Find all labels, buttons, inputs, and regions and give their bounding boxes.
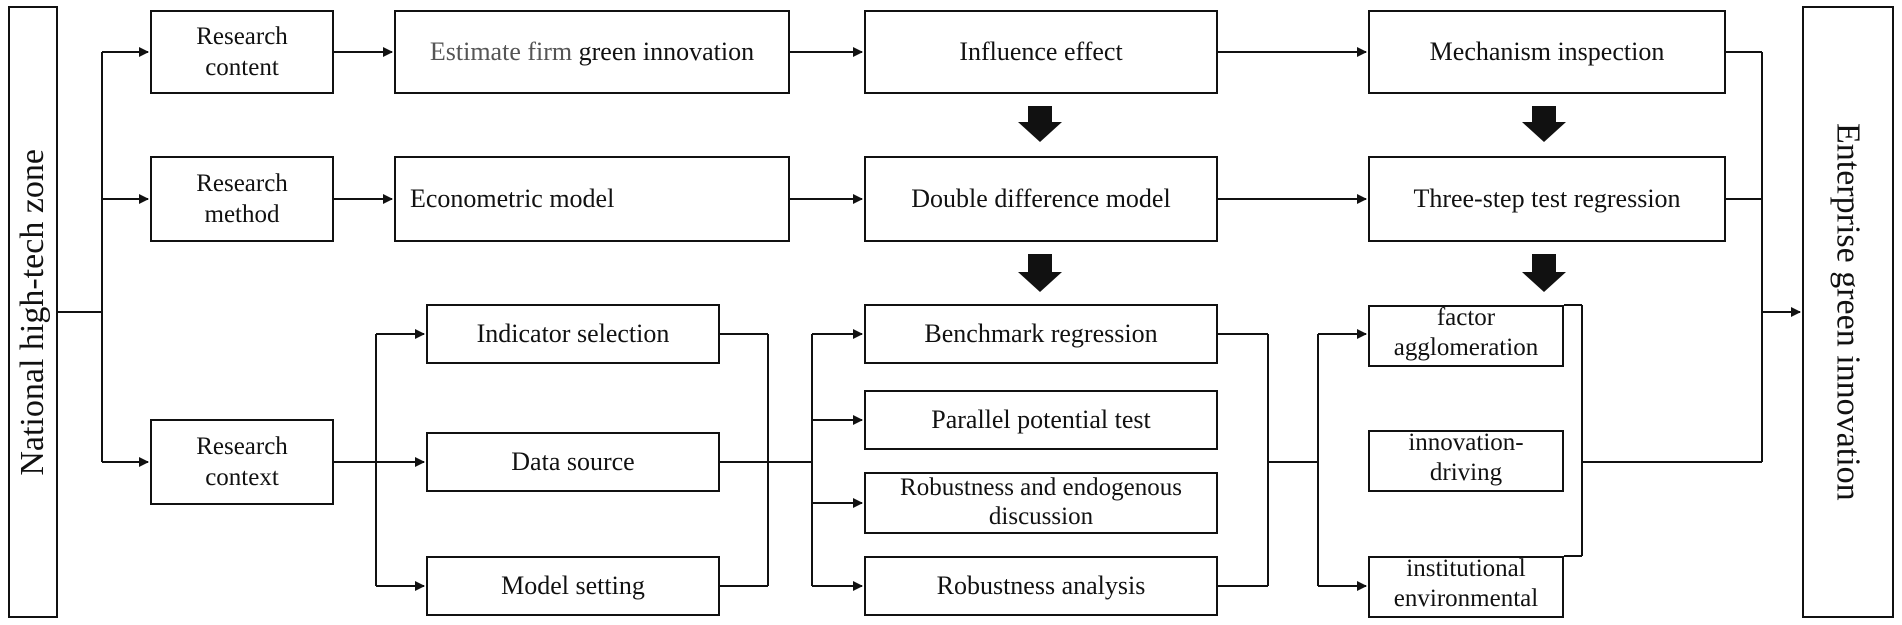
research-context-box: Research context (150, 419, 334, 505)
factor-agglomeration-box: factor agglomeration (1368, 305, 1564, 367)
innovation-driving-label: innovation- driving (1408, 430, 1524, 486)
influence-effect-label: Influence effect (959, 36, 1123, 66)
econometric-model-box: Econometric model (394, 156, 790, 242)
factor-agglomeration-label: factor agglomeration (1393, 305, 1539, 361)
national-high-tech-zone-box: National high-tech zone (8, 6, 58, 618)
model-setting-label: Model setting (501, 570, 645, 600)
research-method-label: Research method (196, 169, 288, 228)
indicator-selection-label: Indicator selection (476, 318, 670, 348)
econometric-model-label: Econometric model (410, 183, 615, 213)
mechanism-inspection-label: Mechanism inspection (1429, 36, 1665, 66)
robustness-endogenous-label: Robustness and endogenous discussion (900, 474, 1182, 530)
research-content-box: Research content (150, 10, 334, 94)
institutional-environmental-box: institutional environmental (1368, 556, 1564, 618)
benchmark-regression-label: Benchmark regression (924, 318, 1158, 348)
estimate-green-innovation-label: Estimate firm green innovation (429, 36, 755, 67)
double-difference-model-label: Double difference model (911, 183, 1171, 213)
robustness-analysis-box: Robustness analysis (864, 556, 1218, 616)
data-source-box: Data source (426, 432, 720, 492)
enterprise-green-innovation-label: Enterprise green innovation (1829, 123, 1867, 501)
innovation-driving-box: innovation- driving (1368, 430, 1564, 492)
robustness-endogenous-box: Robustness and endogenous discussion (864, 472, 1218, 534)
enterprise-green-innovation-box: Enterprise green innovation (1802, 6, 1894, 618)
benchmark-regression-box: Benchmark regression (864, 304, 1218, 364)
double-difference-model-box: Double difference model (864, 156, 1218, 242)
research-context-label: Research context (196, 432, 288, 491)
three-step-test-regression-box: Three-step test regression (1368, 156, 1726, 242)
data-source-label: Data source (511, 446, 635, 476)
indicator-selection-box: Indicator selection (426, 304, 720, 364)
three-step-test-regression-label: Three-step test regression (1413, 183, 1681, 213)
estimate-green-innovation-box: Estimate firm green innovation (394, 10, 790, 94)
parallel-potential-test-label: Parallel potential test (931, 404, 1151, 434)
estimate-label-part-b: green innovation (578, 36, 755, 66)
mechanism-inspection-box: Mechanism inspection (1368, 10, 1726, 94)
institutional-environmental-label: institutional environmental (1393, 556, 1539, 612)
influence-effect-box: Influence effect (864, 10, 1218, 94)
research-method-box: Research method (150, 156, 334, 242)
estimate-label-part-a: Estimate firm (429, 36, 579, 66)
national-high-tech-zone-label: National high-tech zone (14, 148, 52, 476)
robustness-analysis-label: Robustness analysis (936, 570, 1146, 600)
model-setting-box: Model setting (426, 556, 720, 616)
research-content-label: Research content (196, 22, 288, 81)
parallel-potential-test-box: Parallel potential test (864, 390, 1218, 450)
